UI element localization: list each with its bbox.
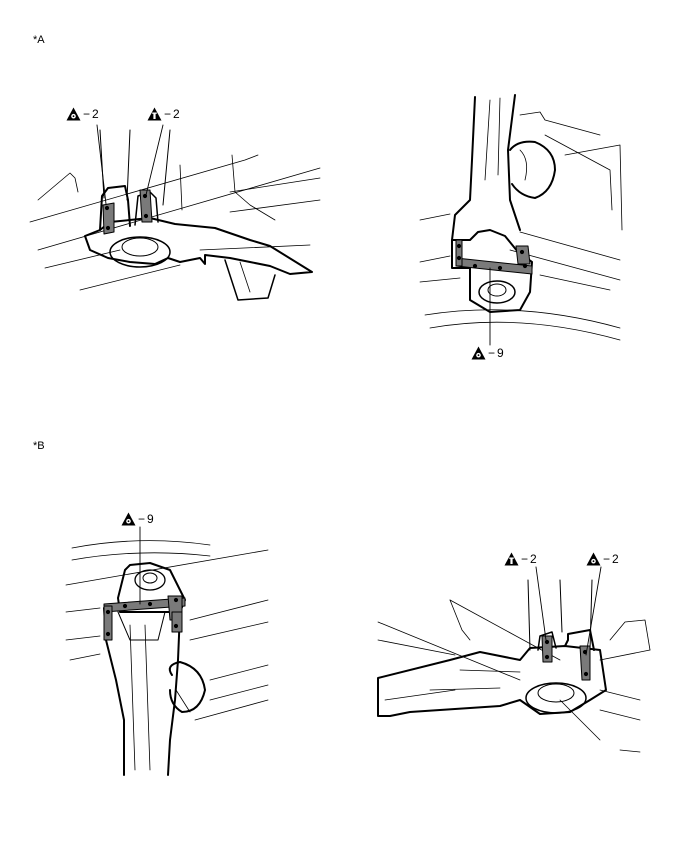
triangle-bar-icon: [147, 107, 162, 121]
figure-b-right: [377, 566, 651, 753]
callout-dash: −: [521, 552, 529, 566]
callout-b-right-circle: − 2: [586, 552, 619, 566]
callout-number: 2: [173, 107, 180, 121]
callout-number: 2: [92, 107, 99, 121]
triangle-circle-icon: [121, 512, 136, 526]
callout-b-left-circle: − 9: [121, 512, 154, 526]
callout-a-right-circle: − 9: [471, 346, 504, 360]
callout-dash: −: [138, 512, 146, 526]
callout-dash: −: [603, 552, 611, 566]
figure-a-left: [29, 124, 321, 301]
callout-number: 2: [612, 552, 619, 566]
triangle-circle-icon: [471, 346, 486, 360]
triangle-bar-icon: [504, 552, 519, 566]
callout-number: 2: [530, 552, 537, 566]
callout-dash: −: [488, 346, 496, 360]
section-label-b: *B: [33, 440, 45, 452]
section-label-a: *A: [33, 34, 45, 46]
figure-a-right: [419, 94, 623, 346]
callout-number: 9: [147, 512, 154, 526]
figure-b-left: [65, 526, 269, 776]
triangle-circle-icon: [586, 552, 601, 566]
triangle-circle-icon: [66, 107, 81, 121]
callout-dash: −: [164, 107, 172, 121]
callout-number: 9: [497, 346, 504, 360]
callout-a-left-circle: − 2: [66, 107, 99, 121]
callout-a-left-bar: − 2: [147, 107, 180, 121]
callout-b-right-bar: − 2: [504, 552, 537, 566]
callout-dash: −: [83, 107, 91, 121]
